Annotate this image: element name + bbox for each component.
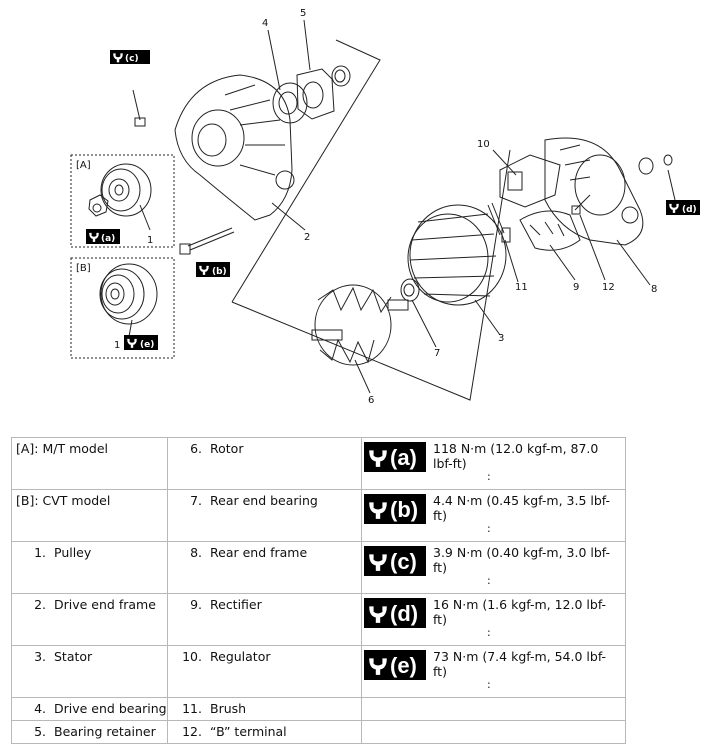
callout-7: 7 — [434, 348, 440, 359]
part-name: “B” terminal — [210, 724, 287, 739]
part-number: 8. — [190, 545, 202, 560]
callout-5: 5 — [300, 8, 306, 19]
callout-12: 12 — [602, 282, 615, 293]
part-name: Brush — [210, 701, 247, 716]
svg-text:(a): (a) — [101, 234, 115, 244]
regulator — [499, 154, 561, 208]
callout-6: 6 — [368, 395, 374, 406]
part-number: 5. — [34, 724, 46, 739]
part-number: 10. — [182, 649, 202, 664]
stator — [407, 204, 507, 306]
brush — [487, 202, 511, 243]
table-row: 1. Pulley 8. Rear end frame (c)3.9 N·m (0.… — [11, 541, 626, 594]
part-name: Rectifier — [210, 597, 262, 612]
part-number: 1. — [34, 545, 46, 560]
svg-text:(b): (b) — [212, 267, 227, 277]
wrench-icon — [367, 498, 389, 520]
torque-badge-e-legend: (e) — [364, 650, 426, 680]
drive-end-frame — [174, 74, 295, 221]
part-number: 12. — [182, 724, 202, 739]
seal — [331, 65, 351, 87]
svg-text:(e): (e) — [140, 340, 154, 350]
callout-11: 11 — [515, 282, 528, 293]
torque-badge-d: (d) — [666, 200, 700, 215]
parts-legend-table: [A]: M/T model 6. Rotor (a)118 N·m (12.0 … — [11, 437, 626, 744]
torque-badge-b-legend: (b) — [364, 494, 426, 524]
group-b-box — [70, 257, 175, 359]
torque-value: 73 N·m (7.4 kgf-m, 54.0 lbf-ft) — [433, 649, 607, 679]
wrench-icon — [367, 654, 389, 676]
callout-3: 3 — [498, 333, 504, 344]
bearing-retainer — [296, 68, 335, 120]
torque-badge-a: (a) — [86, 229, 120, 244]
part-name: Drive end bearing — [54, 701, 167, 716]
callout-4: 4 — [262, 18, 268, 29]
group-a-label: [A] — [76, 160, 91, 171]
table-row: [A]: M/T model 6. Rotor (a)118 N·m (12.0 … — [11, 437, 626, 490]
bolt-b — [179, 227, 235, 255]
rotor — [311, 284, 409, 366]
torque-badge-d-legend: (d) — [364, 598, 426, 628]
part-number: 6. — [190, 441, 202, 456]
torque-badge-c: (c) — [110, 50, 150, 64]
assembly-outline-2 — [231, 149, 511, 401]
table-row: 3. Stator 10. Regulator (e)73 N·m (7.4 kgf… — [11, 645, 626, 698]
part-name: Regulator — [210, 649, 271, 664]
group-a-caption: [A]: M/T model — [16, 441, 109, 456]
callout-10: 10 — [477, 139, 490, 150]
part-number: 11. — [182, 701, 202, 716]
torque-badge-e: (e) — [124, 335, 158, 350]
alternator-exploded-diagram: [A] [B] — [70, 8, 700, 406]
torque-badge-c-legend: (c) — [364, 546, 426, 576]
leader-lines — [127, 19, 676, 394]
callout-1a: 1 — [147, 235, 153, 246]
callout-2: 2 — [304, 232, 310, 243]
b-terminal — [571, 194, 591, 215]
rear-nut — [638, 154, 673, 175]
torque-value: 3.9 N·m (0.40 kgf-m, 3.0 lbf-ft) — [433, 545, 611, 575]
drive-end-bearing — [272, 82, 308, 124]
part-number: 9. — [190, 597, 202, 612]
part-name: Rotor — [210, 441, 244, 456]
table-row: 2. Drive end frame 9. Rectifier (d)16 N·m … — [11, 593, 626, 646]
part-name: Stator — [54, 649, 93, 664]
table-row: 5. Bearing retainer 12. “B” terminal — [11, 720, 626, 744]
part-number: 4. — [34, 701, 46, 716]
torque-badge-a-legend: (a) — [364, 442, 426, 472]
part-name: Rear end bearing — [210, 493, 318, 508]
table-row: 4. Drive end bearing 11. Brush — [11, 697, 626, 721]
table-row: [B]: CVT model 7. Rear end bearing (b)4.4… — [11, 489, 626, 542]
group-a-box — [70, 154, 175, 248]
torque-value: 4.4 N·m (0.45 kgf-m, 3.5 lbf-ft) — [433, 493, 611, 523]
part-number: 3. — [34, 649, 46, 664]
assembly-outline — [231, 39, 381, 303]
part-name: Pulley — [54, 545, 92, 560]
rear-end-frame — [544, 137, 644, 246]
part-number: 7. — [190, 493, 202, 508]
torque-badge-b: (b) — [196, 262, 230, 277]
torque-value: 16 N·m (1.6 kgf-m, 12.0 lbf-ft) — [433, 597, 607, 627]
part-name: Rear end frame — [210, 545, 308, 560]
part-name: Bearing retainer — [54, 724, 156, 739]
group-b-caption: [B]: CVT model — [16, 493, 111, 508]
torque-value: 118 N·m (12.0 kgf-m, 87.0 lbf-ft) — [433, 441, 599, 471]
rectifier — [519, 210, 581, 251]
svg-text:(d): (d) — [682, 205, 697, 215]
callout-9: 9 — [573, 282, 579, 293]
wrench-icon — [367, 446, 389, 468]
callout-8: 8 — [651, 284, 657, 295]
wrench-icon — [367, 602, 389, 624]
svg-text:(c): (c) — [125, 54, 139, 64]
bolt-c — [132, 89, 146, 127]
callout-1b: 1 — [114, 340, 120, 351]
rear-end-bearing — [400, 278, 420, 302]
part-number: 2. — [34, 597, 46, 612]
pulley-mt — [88, 163, 152, 217]
pulley-cvt — [99, 263, 158, 325]
group-b-label: [B] — [76, 263, 91, 274]
wrench-icon — [367, 550, 389, 572]
part-name: Drive end frame — [54, 597, 156, 612]
